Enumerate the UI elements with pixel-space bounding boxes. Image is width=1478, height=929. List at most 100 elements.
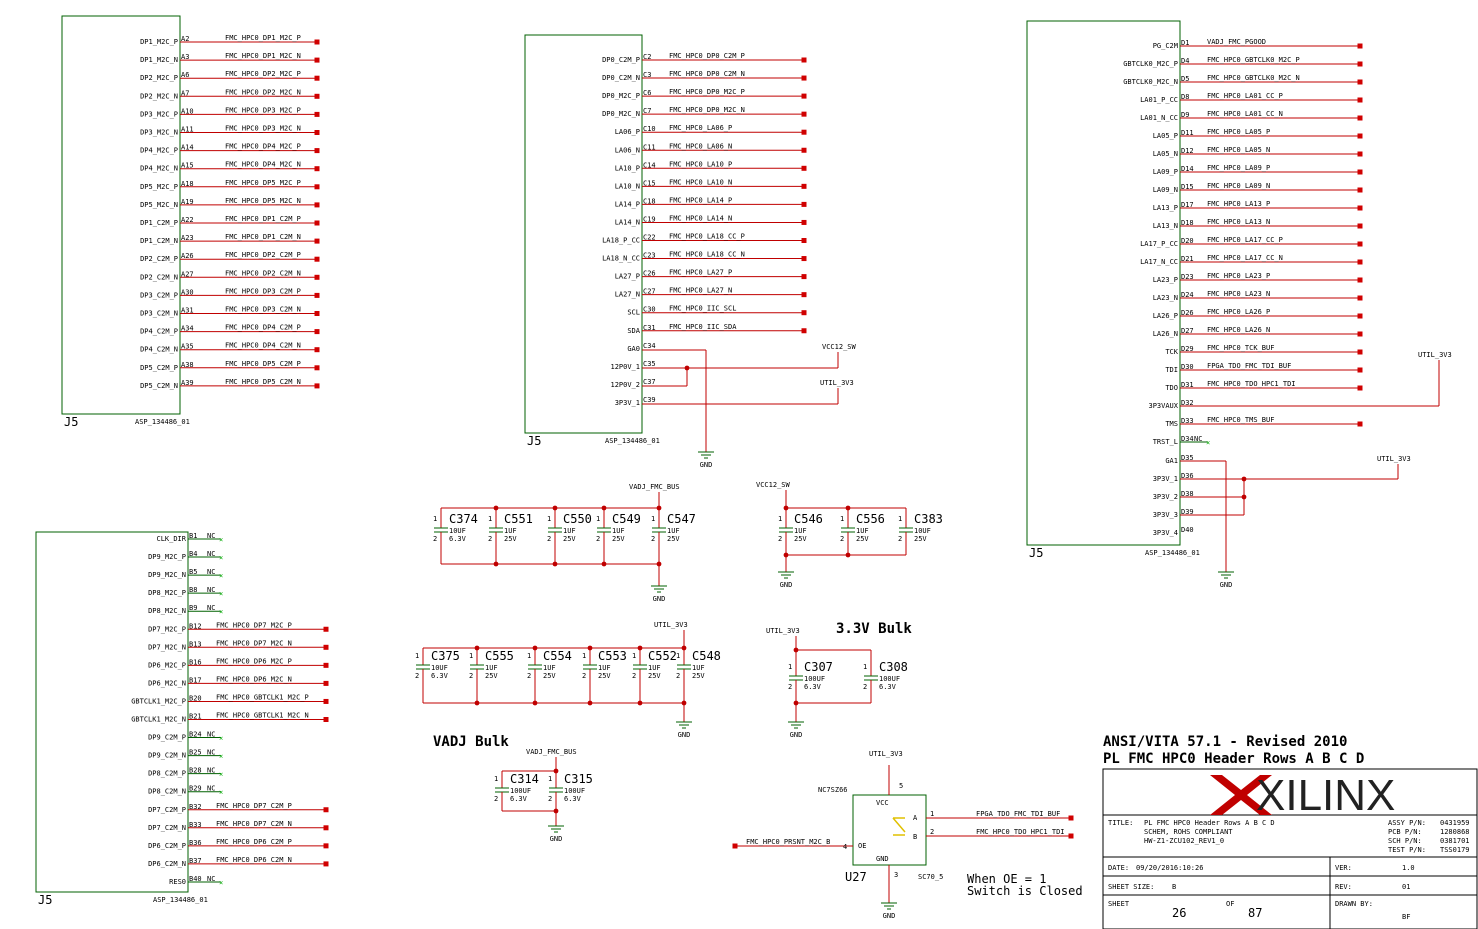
net-label: FMC_HPC0_LA05_N xyxy=(1207,146,1270,154)
field-value: 0381701 xyxy=(1440,837,1470,845)
cap-ref: C546 xyxy=(794,512,823,526)
nc-label: NC xyxy=(207,550,215,558)
pin-number: D14 xyxy=(1181,165,1194,173)
junction-dot xyxy=(532,700,538,706)
pin-name: LA13_P xyxy=(1153,204,1178,212)
net-port xyxy=(314,111,320,117)
net-port xyxy=(801,147,807,153)
field-label: ASSY P/N: xyxy=(1388,819,1426,827)
net-port xyxy=(314,329,320,335)
pin-name: 3P3V_1 xyxy=(615,399,640,407)
net-port xyxy=(323,662,329,668)
net-label: FMC_HPC0_LA06_N xyxy=(669,142,732,150)
net-port xyxy=(1357,295,1363,301)
pin-name: DP0_C2M_N xyxy=(602,74,640,82)
sheet-heading: PL FMC HPC0 Header Rows A B C D xyxy=(1103,751,1364,767)
pin-name: 3P3V_3 xyxy=(1153,511,1178,519)
net-label: FPGA_TDO_FMC_TDI_BUF xyxy=(976,810,1060,818)
pin-number: A11 xyxy=(181,126,194,134)
pin-name: LA05_N xyxy=(1153,150,1178,158)
cap-value: 1UF xyxy=(612,527,625,535)
net-port xyxy=(323,698,329,704)
cap-voltage: 25V xyxy=(692,672,705,680)
pin-number: C18 xyxy=(643,197,656,205)
note-text: Switch is Closed xyxy=(967,884,1083,898)
field-label: REV: xyxy=(1335,883,1352,891)
cap-pin: 2 xyxy=(469,672,473,680)
net-label: FMC_HPC0_DP5_M2C_N xyxy=(225,197,301,205)
net-port xyxy=(1357,349,1363,355)
field-label: PCB P/N: xyxy=(1388,828,1422,836)
net-label: FMC_HPC0_DP6_M2C_N xyxy=(216,675,292,683)
cap-value: 1UF xyxy=(794,527,807,535)
pin-number: D30 xyxy=(1181,363,1194,371)
net-port xyxy=(323,861,329,867)
pin-number: D15 xyxy=(1181,183,1194,191)
cap-voltage: 25V xyxy=(504,535,517,543)
pin-name: DP9_C2M_N xyxy=(148,752,186,760)
pin-name: DP1_C2M_N xyxy=(140,237,178,245)
field-value: 87 xyxy=(1248,906,1262,920)
pin-number: D20 xyxy=(1181,237,1194,245)
net-label: FMC_HPC0_LA17_CC_N xyxy=(1207,254,1283,262)
connector-body xyxy=(524,34,643,434)
field-value: BF xyxy=(1402,913,1410,921)
field-value: 01 xyxy=(1402,883,1410,891)
junction-dot xyxy=(532,645,538,651)
cap-pin: 1 xyxy=(582,652,586,660)
pin-number: A38 xyxy=(181,361,194,369)
cap-ref: C548 xyxy=(692,649,721,663)
net-label: FMC_HPC0_DP5_C2M_N xyxy=(225,378,301,386)
pin-name: LA10_P xyxy=(615,164,640,172)
connector-part: ASP_134486_01 xyxy=(1145,549,1200,557)
pin-name: DP6_C2M_P xyxy=(148,842,186,850)
net-port xyxy=(801,183,807,189)
pin-name: DP3_M2C_P xyxy=(140,110,178,118)
pin-number: B25 xyxy=(189,749,202,757)
field-value: PL FMC HPC0 Header Rows A B C D xyxy=(1144,819,1275,827)
pin-number: B13 xyxy=(189,640,202,648)
cap-pin: 2 xyxy=(547,535,551,543)
junction-dot xyxy=(601,561,607,567)
pin-number: A35 xyxy=(181,343,194,351)
pin-number: D33 xyxy=(1181,417,1194,425)
pin-name: DP0_C2M_P xyxy=(602,56,640,64)
cap-ref: C315 xyxy=(564,772,593,786)
pin-number: B33 xyxy=(189,821,202,829)
connector-body xyxy=(61,15,181,415)
net-port xyxy=(314,238,320,244)
nc-label: NC xyxy=(207,532,215,540)
cap-ref: C375 xyxy=(431,649,460,663)
pin-number: A39 xyxy=(181,379,194,387)
net-label: FMC_HPC0_DP2_C2M_N xyxy=(225,269,301,277)
power-label: VCC12_SW xyxy=(822,343,857,351)
net-port xyxy=(1357,205,1363,211)
pin-number: D36 xyxy=(1181,472,1194,480)
pin-name: DP2_M2C_N xyxy=(140,92,178,100)
pin-name: A xyxy=(913,814,918,822)
nc-label: NC xyxy=(207,749,215,757)
pin-name: CLK_DIR xyxy=(156,535,186,543)
pin-name: DP7_M2C_P xyxy=(148,625,186,633)
pin-number: A10 xyxy=(181,107,194,115)
pin-name: DP9_M2C_P xyxy=(148,553,186,561)
cap-value: 10UF xyxy=(449,527,466,535)
pin-name: LA23_N xyxy=(1153,294,1178,302)
connector-part: ASP_134486_01 xyxy=(135,418,190,426)
pin-number: D34 xyxy=(1181,435,1194,443)
net-label: FMC_HPC0_LA17_CC_P xyxy=(1207,236,1283,244)
nc-label: NC xyxy=(207,767,215,775)
pin-name: DP4_M2C_P xyxy=(140,147,178,155)
net-port xyxy=(801,201,807,207)
pin-name: GBTCLK1_M2C_N xyxy=(131,716,186,724)
ground-label: GND xyxy=(780,581,793,589)
pin-name: LA27_P xyxy=(615,273,640,281)
net-port xyxy=(314,220,320,226)
pin-number: B36 xyxy=(189,839,202,847)
pin-number: D5 xyxy=(1181,75,1189,83)
cap-pin: 2 xyxy=(582,672,586,680)
net-label: FMC_HPC0_DP7_M2C_N xyxy=(216,639,292,647)
cap-value: 10UF xyxy=(431,664,448,672)
net-port xyxy=(1357,223,1363,229)
